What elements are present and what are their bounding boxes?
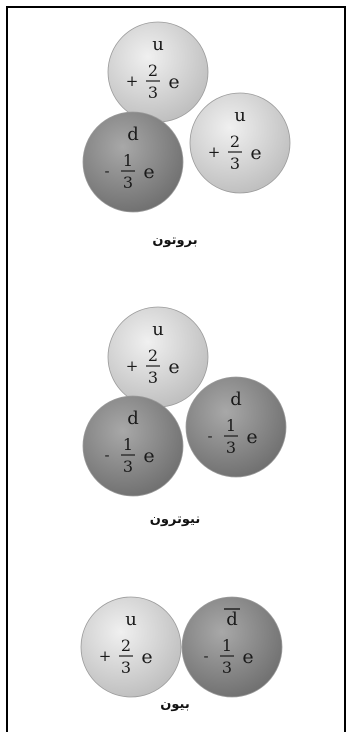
charge-sign: - [207,427,212,445]
particle-caption: بيون [160,697,189,712]
charge-sign: - [104,446,109,464]
charge-unit: e [143,445,154,467]
charge-sign: + [126,72,139,90]
charge-numerator: 2 [230,132,240,151]
particle-caption: بروتون [152,233,197,248]
charge-sign: + [208,143,221,161]
charge-numerator: 1 [222,636,232,655]
charge-unit: e [242,646,253,668]
charge-numerator: 2 [121,636,131,655]
charge-unit: e [246,426,257,448]
quark-flavor-label: d [127,408,139,429]
quark-flavor-label: u [152,319,164,340]
quark-flavor-label: u [152,34,164,55]
charge-numerator: 1 [123,151,133,170]
charge-unit: e [168,71,179,93]
charge-sign: - [104,162,109,180]
quark-flavor-label: d [226,609,238,630]
charge-denominator: 3 [123,457,133,476]
charge-sign: + [99,647,112,665]
charge-denominator: 3 [148,368,158,387]
quark-flavor-label: d [230,389,242,410]
charge-denominator: 3 [123,173,133,192]
charge-denominator: 3 [230,154,240,173]
charge-denominator: 3 [226,438,236,457]
charge-numerator: 1 [226,416,236,435]
charge-unit: e [143,161,154,183]
charge-denominator: 3 [148,83,158,102]
charge-numerator: 2 [148,61,158,80]
charge-sign: + [126,357,139,375]
charge-numerator: 1 [123,435,133,454]
charge-denominator: 3 [121,658,131,677]
charge-sign: - [203,647,208,665]
particle-caption: نيوترون [150,512,200,527]
charge-unit: e [141,646,152,668]
charge-unit: e [168,356,179,378]
charge-unit: e [250,142,261,164]
quark-flavor-label: u [125,609,137,630]
quark-flavor-label: u [234,105,246,126]
charge-numerator: 2 [148,346,158,365]
charge-denominator: 3 [222,658,232,677]
quark-flavor-label: d [127,124,139,145]
